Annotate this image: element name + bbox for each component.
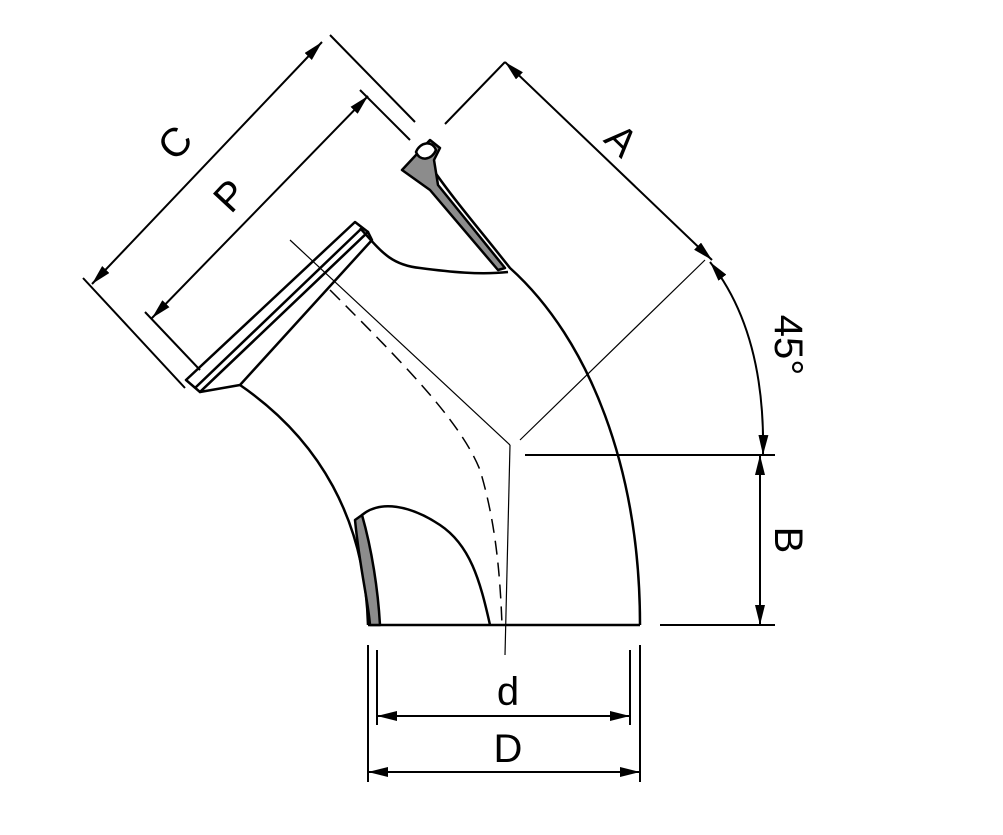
- angle-arc: [709, 261, 769, 456]
- label-d-outer: D: [494, 727, 523, 771]
- ferrule-top-section: [400, 138, 507, 272]
- dimension-d-inner: [376, 650, 631, 725]
- cutaway-top: [359, 227, 509, 275]
- inner-wall: [239, 383, 370, 626]
- dimension-a: [444, 61, 713, 261]
- dimension-d-outer: [367, 645, 641, 782]
- hidden-line: [329, 289, 503, 626]
- centerlines: [289, 239, 706, 656]
- label-c: C: [150, 118, 202, 169]
- dimension-b: [525, 454, 775, 626]
- label-b: B: [766, 527, 810, 554]
- outer-wall: [428, 164, 642, 626]
- label-p: P: [205, 171, 255, 221]
- elbow-body: [239, 164, 642, 627]
- label-d-inner: d: [497, 670, 519, 714]
- ferrule-flange: [184, 220, 374, 394]
- label-angle: 45°: [766, 315, 810, 376]
- label-a: A: [596, 116, 646, 166]
- cutaway-bottom: [353, 505, 492, 627]
- dimension-p: [144, 89, 411, 371]
